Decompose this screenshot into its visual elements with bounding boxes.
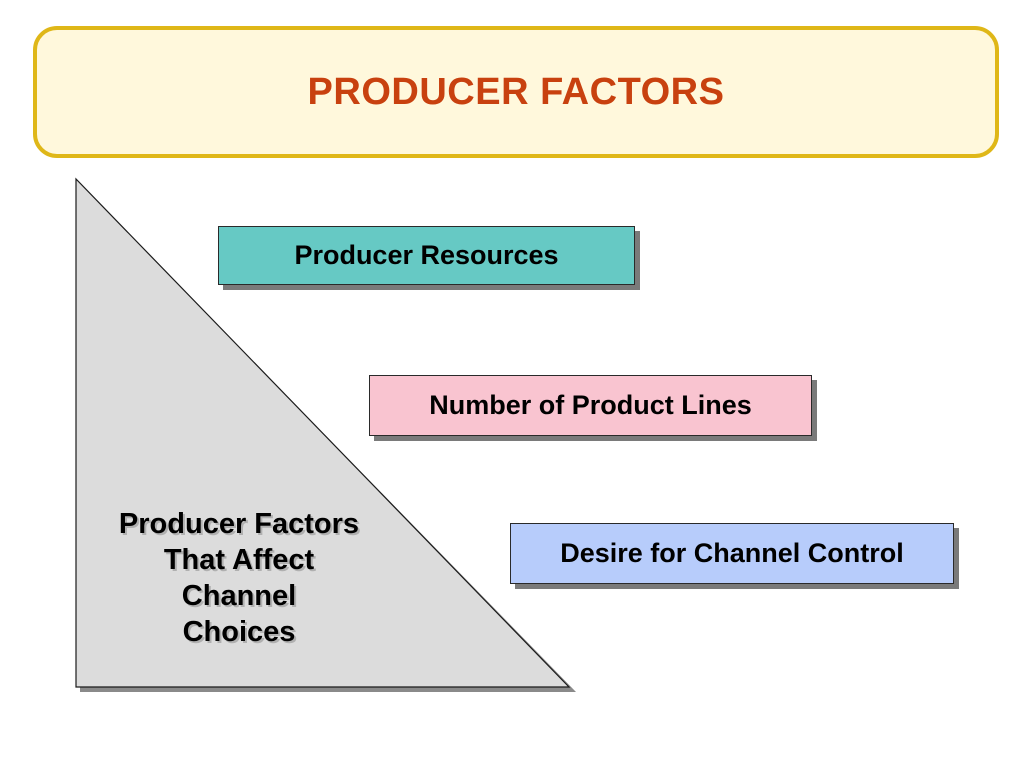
triangle-label: Producer Factors That Affect Channel Cho…	[84, 506, 394, 650]
title-banner: PRODUCER FACTORS	[33, 26, 999, 158]
factor-box-desire-for-channel-control: Desire for Channel Control	[510, 523, 954, 584]
factor-box-producer-resources: Producer Resources	[218, 226, 635, 285]
factor-box-number-of-product-lines: Number of Product Lines	[369, 375, 812, 436]
triangle-label-line: Producer Factors	[118, 508, 360, 540]
slide-title: PRODUCER FACTORS	[307, 70, 725, 113]
factor-label: Desire for Channel Control	[560, 538, 904, 568]
triangle-label-line: Choices	[182, 616, 296, 648]
factor-label: Number of Product Lines	[429, 390, 752, 420]
triangle-label-line: Channel	[181, 580, 297, 612]
triangle-shape	[75, 177, 571, 688]
factor-label: Producer Resources	[294, 240, 559, 270]
triangle-label-line: That Affect	[163, 544, 315, 576]
